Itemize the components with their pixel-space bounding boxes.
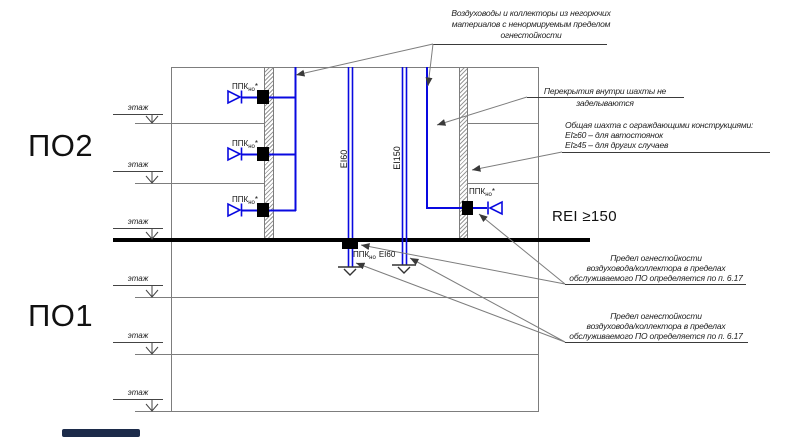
floor-label-3: этаж (127, 217, 149, 226)
duct-ei60 (347, 67, 354, 267)
note-fire-limit-upper-line1: Предел огнестойкости (610, 253, 702, 263)
note-materials-line2: материалов с ненормируемым пределом (451, 19, 611, 29)
floor-label-5: этаж (127, 331, 149, 340)
slab-rating-label: REI ≥150 (552, 208, 617, 225)
damper-right (462, 201, 473, 215)
note-shaft-line1: Общая шахта с ограждающими конструкциями… (565, 120, 754, 130)
note-shaft-line3: EI≥45 – для других случаев (565, 140, 669, 150)
note-shaft-line2: EI≥60 – для автостоянок (565, 130, 663, 140)
damper-3 (257, 203, 269, 217)
level-marks (113, 114, 163, 412)
check-valve-icon-2 (227, 146, 242, 162)
note-fire-limit-lower: Предел огнестойкости воздуховода/коллект… (560, 311, 752, 341)
shaft-wall-right (459, 67, 468, 238)
zone-label-po1: ПО1 (28, 298, 94, 333)
check-valve-icon-3 (227, 202, 242, 218)
floor-label-6: этаж (127, 388, 149, 397)
duct-end-symbols (338, 264, 416, 276)
floor-lines (135, 123, 538, 412)
damper-label-3: ППКно* (232, 195, 258, 206)
note-fire-limit-upper-line2: воздуховода/коллектора в пределах (586, 263, 726, 273)
check-valve-icon-1 (227, 89, 242, 105)
damper-label-right: ППКно* (469, 187, 495, 198)
floor-label-1: этаж (127, 103, 149, 112)
annotation-shelves (433, 44, 770, 343)
damper-2 (257, 147, 269, 161)
note-fire-limit-lower-line3: обслуживаемого ПО определяется по п. 6.1… (569, 331, 743, 341)
fire-dampers (257, 90, 473, 249)
floor-label-4: этаж (127, 274, 149, 283)
note-fire-limit-lower-line2: воздуховода/коллектора в пределах (586, 321, 726, 331)
elbow-duct (426, 67, 487, 209)
damper-label-1: ППКно* (232, 82, 258, 93)
duct-ei150 (401, 67, 408, 265)
damper-slab-ei60 (342, 238, 358, 249)
floor-label-2: этаж (127, 160, 149, 169)
note-ceilings: Перекрытия внутри шахты не заделываются (505, 86, 705, 108)
note-materials: Воздуховоды и коллекторы из негорючих ма… (420, 8, 642, 41)
zone-label-po2: ПО2 (28, 128, 94, 163)
note-ceilings-line2: заделываются (576, 98, 634, 108)
artifact-bar (62, 429, 140, 437)
note-ceilings-line1: Перекрытия внутри шахты не (543, 86, 667, 96)
duct-rating-ei60: EI60 (339, 149, 349, 169)
note-shaft: Общая шахта с ограждающими конструкциями… (565, 120, 785, 150)
damper-label-2: ППКно* (232, 139, 258, 150)
damper-1 (257, 90, 269, 104)
duct-rating-ei150: EI150 (392, 146, 402, 170)
leader-lines (295, 43, 566, 343)
note-materials-line1: Воздуховоды и коллекторы из негорючих (451, 8, 611, 18)
check-valve-icon-right (488, 200, 503, 216)
note-materials-line3: огнестойкости (500, 30, 562, 40)
note-fire-limit-upper-line3: обслуживаемого ПО определяется по п. 6.1… (569, 273, 743, 283)
ducts (242, 67, 487, 267)
note-fire-limit-upper: Предел огнестойкости воздуховода/коллект… (560, 253, 752, 283)
valve-icons (227, 89, 503, 218)
note-fire-limit-lower-line1: Предел огнестойкости (610, 311, 702, 321)
